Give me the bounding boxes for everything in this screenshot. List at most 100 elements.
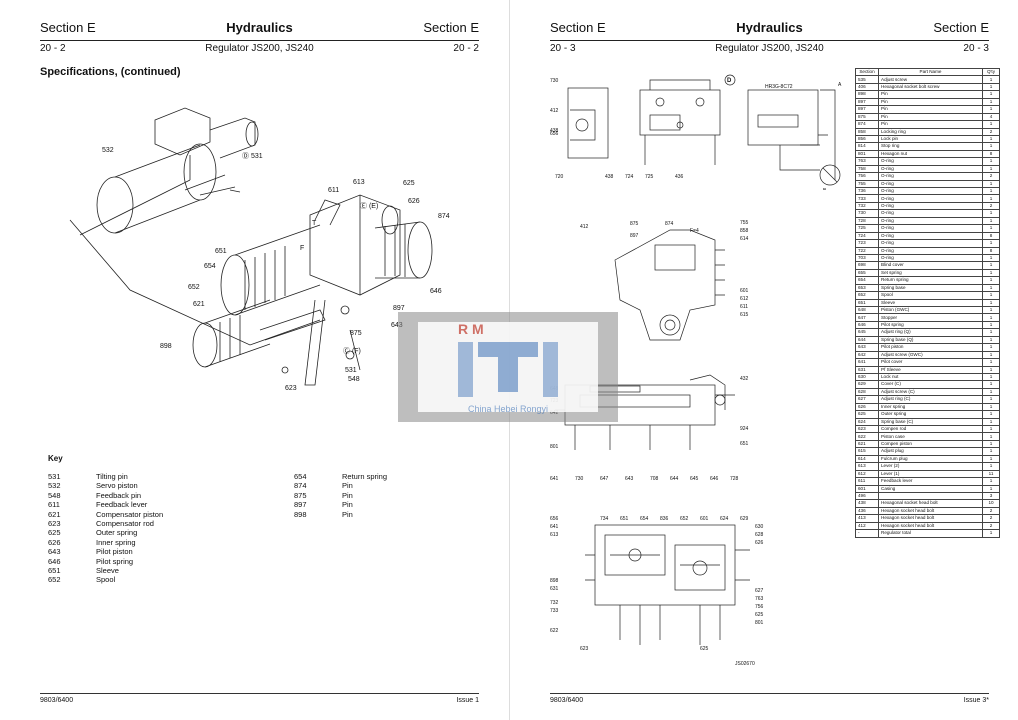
key-label: Pin — [342, 500, 353, 510]
key-item: 548 Feedback pin — [48, 491, 163, 500]
table-cell: Set spring — [878, 268, 983, 278]
key-number: 643 — [48, 547, 61, 557]
callout-label: 646 — [710, 476, 719, 482]
table-cell: 1 — [982, 216, 1000, 226]
table-cell: 1 — [982, 157, 1000, 166]
table-cell: Fulcrum plug — [878, 454, 983, 464]
svg-text:654: 654 — [204, 263, 216, 270]
table-cell: 1 — [982, 164, 1000, 174]
table-cell: 1 — [982, 90, 1000, 99]
callout-label: 641 — [550, 476, 559, 482]
svg-text:611: 611 — [328, 187, 339, 194]
svg-text:626: 626 — [408, 198, 420, 205]
table-cell: 722 — [855, 246, 879, 255]
table-cell: 1 — [982, 75, 1000, 84]
right-page: Section E Hydraulics Section E 20 - 3 Re… — [509, 0, 1018, 720]
callout-label: 438 — [605, 174, 614, 180]
table-cell: 1 — [982, 97, 1000, 107]
callout-label: 436 — [675, 174, 684, 180]
table-cell: 642 — [855, 350, 879, 360]
doc-number: 9803/6400 — [550, 697, 584, 704]
table-cell: 758 — [855, 164, 879, 174]
table-cell: 653 — [855, 283, 879, 293]
callout-label: 858 — [740, 228, 749, 234]
page-title: Hydraulics — [736, 20, 803, 35]
key-label: Feedback lever — [96, 500, 148, 510]
callout-label: 730 — [575, 476, 584, 482]
callout-label: 622 — [550, 628, 559, 634]
table-cell: O-ring — [878, 224, 983, 233]
table-cell: 2 — [982, 172, 1000, 181]
key-label: Inner spring — [96, 537, 136, 547]
table-cell: 621 — [855, 439, 879, 449]
table-header-row: Section Part Name Q'ty — [855, 67, 1000, 77]
svg-text:A: A — [838, 82, 842, 88]
key-number: 875 — [294, 490, 307, 500]
key-label: Compensator piston — [96, 509, 164, 519]
table-cell: 1 — [982, 142, 1000, 151]
table-cell: 1 — [982, 320, 1000, 330]
table-cell: Locking ring — [878, 127, 983, 136]
svg-text:R M: R M — [458, 321, 484, 337]
key-label: Feedback pin — [96, 490, 142, 500]
table-cell: 1 — [982, 268, 1000, 278]
callout-label: 730 — [550, 78, 559, 84]
table-cell: Lever (1) — [878, 469, 983, 479]
column-header: Section — [855, 67, 879, 77]
table-cell: Adjust ring (C) — [878, 395, 983, 404]
callout-label: 412 — [550, 108, 559, 114]
table-cell: Spring base (Q) — [878, 335, 983, 345]
table-cell: 1 — [982, 432, 1000, 441]
table-cell: 1 — [982, 387, 1000, 397]
callout-label: 625 — [700, 646, 709, 652]
svg-text:897: 897 — [393, 305, 405, 312]
table-cell: 1 — [982, 291, 1000, 300]
callout-label: 626 — [755, 540, 764, 546]
table-cell: 625 — [855, 410, 879, 419]
svg-text:532: 532 — [102, 147, 114, 154]
table-cell: 1 — [982, 417, 1000, 427]
table-cell: 611 — [855, 477, 879, 486]
table-cell: 1 — [982, 261, 1000, 270]
table-cell: 535 — [855, 75, 879, 84]
key-number: 897 — [294, 500, 307, 510]
table-cell: 623 — [855, 424, 879, 434]
table-cell: 1 — [982, 462, 1000, 471]
table-cell: 2 — [982, 201, 1000, 211]
callout-label: 654 — [640, 516, 649, 522]
table-cell: 856 — [855, 134, 879, 144]
table-cell: Hexagonal socket head bolt — [878, 499, 983, 508]
table-cell: Hexagon socket head bolt — [878, 514, 983, 523]
table-cell: Stop ring — [878, 142, 983, 151]
table-cell: 1 — [982, 335, 1000, 345]
key-label: Pin — [342, 509, 353, 519]
table-cell: 655 — [855, 268, 879, 278]
column-header: Part Name — [878, 67, 983, 77]
page-subtitle: Regulator JS200, JS240 — [205, 43, 314, 54]
key-number: 548 — [48, 490, 61, 500]
table-cell: 897 — [855, 97, 879, 107]
page-title: Hydraulics — [226, 20, 293, 35]
svg-text:875: 875 — [350, 330, 362, 337]
table-cell: 756 — [855, 172, 879, 181]
key-number: 654 — [294, 472, 307, 481]
callout-label: 614 — [740, 236, 749, 242]
